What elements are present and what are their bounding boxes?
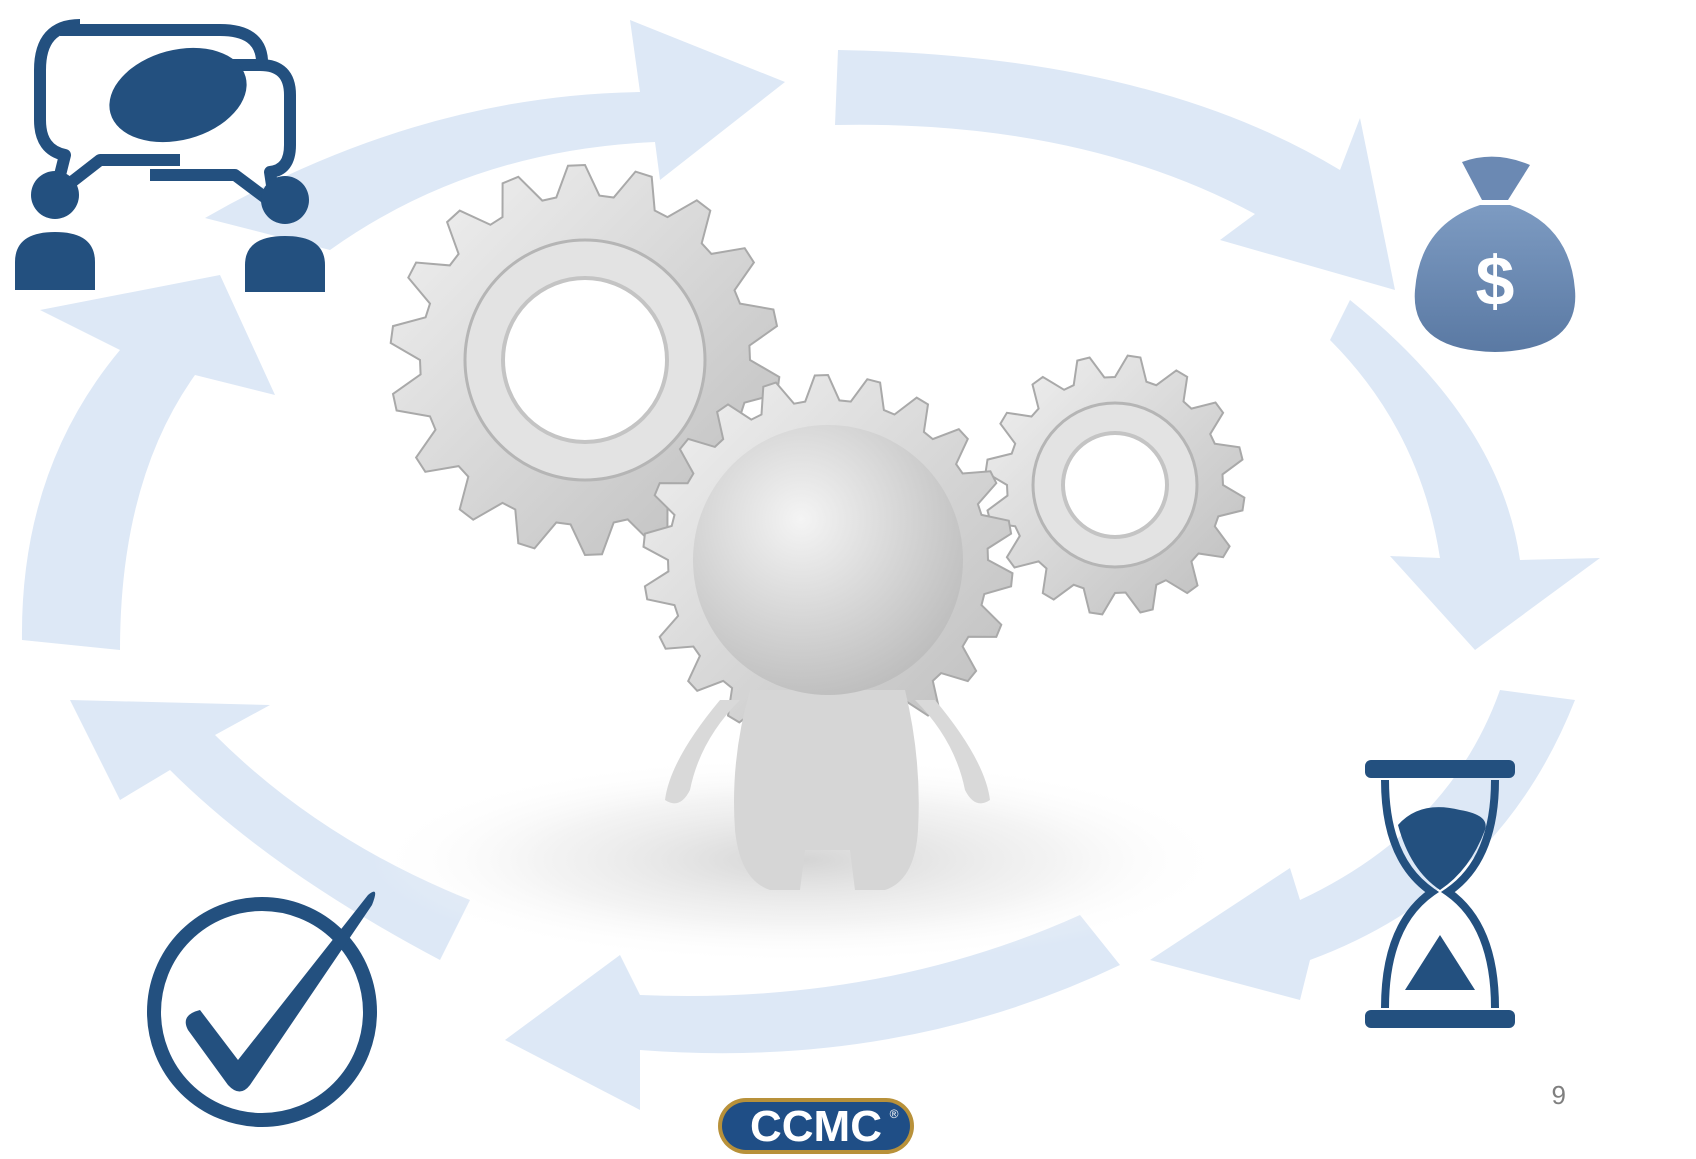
ccmc-logo: CCMC ® xyxy=(716,1096,916,1156)
arrow-left xyxy=(21,275,275,650)
logo-registered-mark: ® xyxy=(890,1107,899,1121)
page-number: 9 xyxy=(1551,1080,1566,1110)
arrow-top-left xyxy=(205,20,785,250)
arrow-top-right xyxy=(835,50,1395,290)
bigGear-hole xyxy=(501,276,669,444)
logo-badge: CCMC ® xyxy=(718,1098,914,1154)
arrow-bottom xyxy=(505,915,1120,1110)
logo-text: CCMC xyxy=(750,1102,882,1151)
large-gear-icon xyxy=(389,163,781,557)
small-gear-icon xyxy=(984,354,1246,616)
svg-text:$: $ xyxy=(1476,242,1515,320)
smallGear-hole xyxy=(1061,431,1169,539)
arrow-right xyxy=(1330,300,1600,650)
gear-head-person-figure xyxy=(665,425,990,890)
